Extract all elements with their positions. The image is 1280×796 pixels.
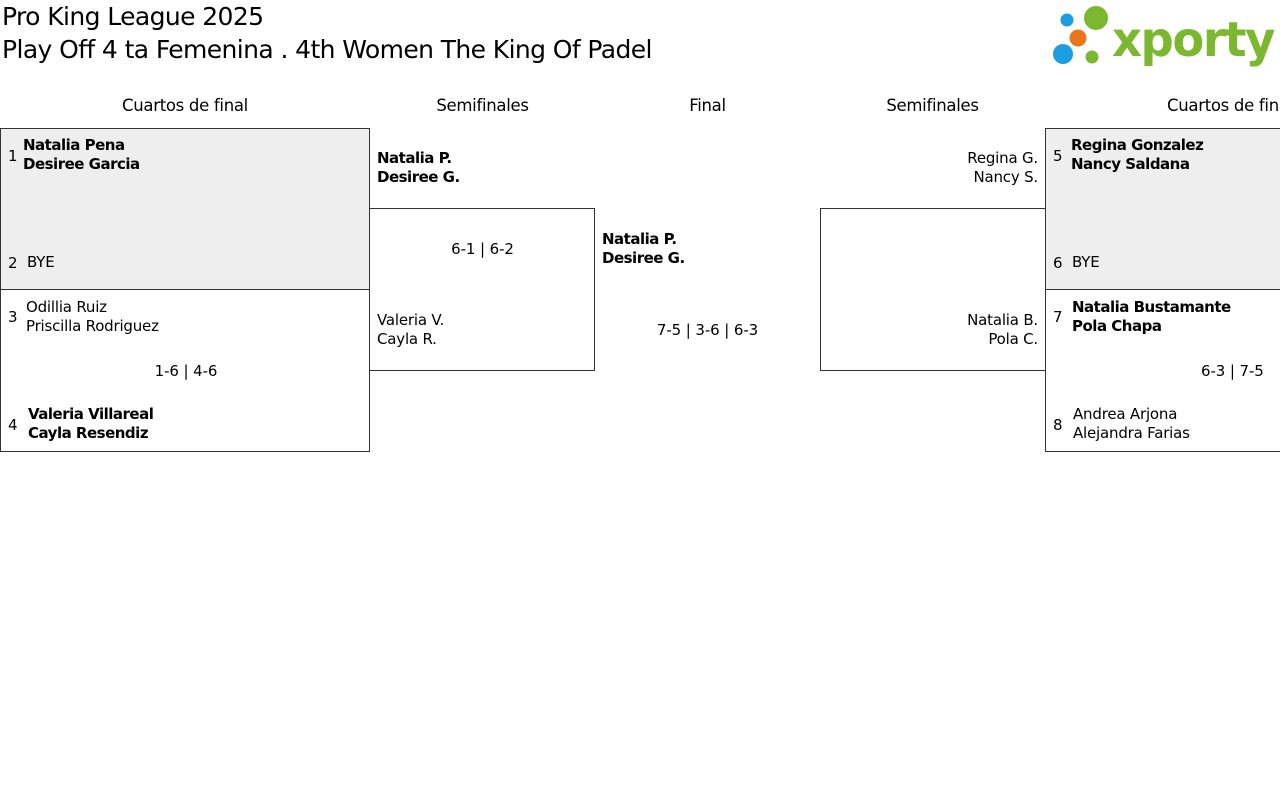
player-name: Natalia P. — [377, 149, 452, 167]
seed-number: 8 — [1053, 416, 1063, 434]
player-name: Desiree G. — [377, 168, 460, 186]
seed-number: 5 — [1053, 147, 1063, 165]
right-qf2-match[interactable]: 7 Natalia Bustamante Pola Chapa 6-3 | 7-… — [1045, 289, 1280, 452]
player-name: Valeria Villareal — [28, 405, 154, 423]
player-name: Cayla R. — [377, 330, 437, 348]
xporty-logo-icon: xporty — [1053, 6, 1277, 68]
match-score: 6-3 | 7-5 — [1201, 362, 1264, 380]
round-header-right-quarterfinals: Cuartos de final — [1167, 96, 1280, 115]
player-name: Andrea Arjona — [1073, 405, 1178, 423]
match-score: 1-6 | 4-6 — [154, 362, 218, 380]
player-name: Nancy S. — [973, 168, 1038, 186]
xporty-logo[interactable]: xporty — [1052, 4, 1280, 68]
seed-number: 6 — [1053, 254, 1063, 272]
player-name-bye: BYE — [1072, 253, 1100, 271]
player-name: Valeria V. — [377, 311, 445, 329]
player-name: Natalia Bustamante — [1072, 298, 1231, 316]
logo-dot-orange — [1069, 29, 1087, 47]
left-qf1-match[interactable]: 1 Natalia Pena Desiree Garcia 2 BYE — [0, 128, 370, 290]
player-name: Nancy Saldana — [1071, 155, 1190, 173]
player-name: Desiree Garcia — [23, 155, 140, 173]
round-header-final: Final — [689, 96, 726, 115]
player-name: Alejandra Farias — [1073, 424, 1190, 442]
page-title: Pro King League 2025 — [2, 2, 264, 31]
seed-number: 2 — [8, 254, 18, 272]
seed-number: 7 — [1053, 308, 1063, 326]
final-score: 7-5 | 3-6 | 6-3 — [656, 321, 759, 339]
seed-number: 3 — [8, 308, 18, 326]
player-name-bye: BYE — [27, 253, 55, 271]
player-name: Pola Chapa — [1072, 317, 1162, 335]
round-header-right-semifinals: Semifinales — [886, 96, 979, 115]
logo-dot-blue-large — [1053, 44, 1073, 64]
logo-dot-green-small — [1085, 50, 1099, 64]
player-name: Regina G. — [967, 149, 1038, 167]
left-qf2-match[interactable]: 3 Odillia Ruiz Priscilla Rodriguez 1-6 |… — [0, 289, 370, 452]
player-name: Pola C. — [988, 330, 1038, 348]
player-name: Cayla Resendiz — [28, 424, 149, 442]
logo-wordmark: xporty — [1112, 12, 1275, 68]
seed-number: 4 — [8, 416, 18, 434]
page-subtitle: Play Off 4 ta Femenina . 4th Women The K… — [2, 35, 652, 64]
left-sf-match[interactable] — [369, 208, 595, 371]
player-name: Regina Gonzalez — [1071, 136, 1204, 154]
final-winner-name: Desiree G. — [602, 249, 685, 267]
player-name: Natalia B. — [967, 311, 1038, 329]
player-name: Natalia Pena — [23, 136, 125, 154]
logo-dot-green-large — [1084, 6, 1108, 30]
player-name: Odillia Ruiz — [26, 298, 107, 316]
final-winner-name: Natalia P. — [602, 230, 677, 248]
round-header-left-semifinals: Semifinales — [436, 96, 529, 115]
player-name: Priscilla Rodriguez — [26, 317, 159, 335]
right-qf1-match[interactable]: 5 Regina Gonzalez Nancy Saldana 6 BYE — [1045, 128, 1280, 290]
round-header-left-quarterfinals: Cuartos de final — [122, 96, 248, 115]
seed-number: 1 — [8, 147, 18, 165]
match-score: 6-1 | 6-2 — [451, 240, 514, 258]
logo-dot-blue-small — [1060, 13, 1074, 27]
